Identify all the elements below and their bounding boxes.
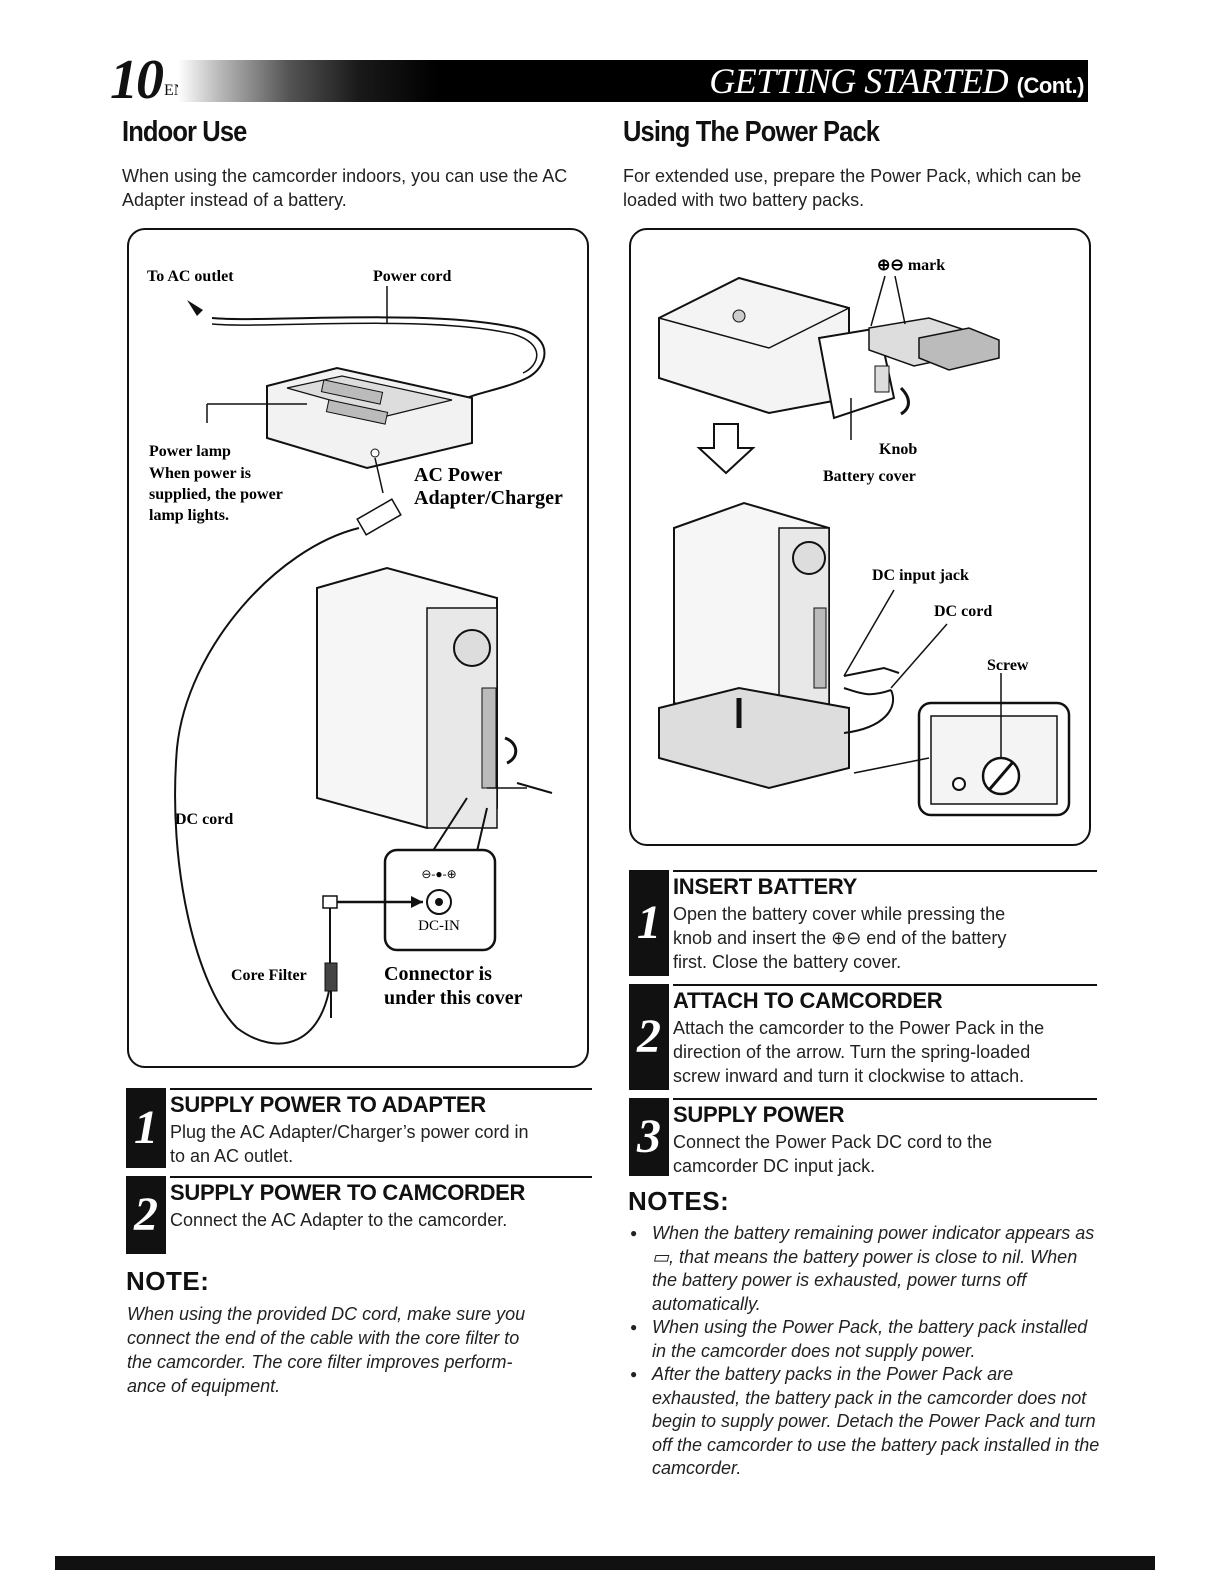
step-body-line: Attach the camcorder to the Power Pack i… bbox=[673, 1018, 1045, 1038]
step-number: 1 bbox=[629, 870, 669, 976]
cont-label: (Cont.) bbox=[1016, 73, 1085, 98]
label-dc-cord: DC cord bbox=[175, 811, 233, 828]
label-power-lamp: Power lamp bbox=[149, 443, 231, 460]
step-number: 2 bbox=[126, 1176, 166, 1254]
power-pack-intro: For extended use, prepare the Power Pack… bbox=[623, 166, 1082, 210]
label-to-ac-outlet: To AC outlet bbox=[147, 268, 234, 285]
step-body-line: knob and insert the ⊕⊖ end of the batter… bbox=[673, 928, 1007, 948]
dc-in-label: DC-IN bbox=[418, 918, 460, 934]
label-mark: ⊕⊖ mark bbox=[877, 257, 945, 274]
step-number: 2 bbox=[629, 984, 669, 1090]
note-item: After the battery packs in the Power Pac… bbox=[628, 1363, 1100, 1481]
down-arrow-icon bbox=[696, 423, 756, 475]
label-dc-cord: DC cord bbox=[934, 603, 992, 620]
core-filter-icon bbox=[324, 962, 338, 992]
indoor-step-1: 1 SUPPLY POWER TO ADAPTER Plug the AC Ad… bbox=[126, 1088, 592, 1168]
note-line: connect the end of the cable with the co… bbox=[127, 1328, 520, 1348]
step-body-line: Connect the Power Pack DC cord to the bbox=[673, 1132, 993, 1152]
battery-pack-2 bbox=[918, 327, 1000, 371]
lens-icon bbox=[792, 541, 826, 575]
note-body: When using the provided DC cord, make su… bbox=[127, 1302, 597, 1398]
step-body-line: Open the battery cover while pressing th… bbox=[673, 904, 1006, 924]
section-header-title: GETTING STARTED (Cont.) bbox=[709, 61, 1085, 101]
step-body-line-2: to an AC outlet. bbox=[170, 1146, 294, 1166]
svg-text:⊖-●-⊕: ⊖-●-⊕ bbox=[421, 867, 456, 881]
note-item: When the battery remaining power indicat… bbox=[628, 1222, 1100, 1316]
label-battery-cover: Battery cover bbox=[823, 468, 916, 485]
indoor-use-intro: When using the camcorder indoors, you ca… bbox=[122, 166, 568, 210]
label-power-lamp-desc-3: lamp lights. bbox=[149, 507, 229, 524]
indoor-step-2: 2 SUPPLY POWER TO CAMCORDER Connect the … bbox=[126, 1176, 592, 1254]
notes-list: When the battery remaining power indicat… bbox=[628, 1222, 1100, 1481]
knob-icon bbox=[874, 365, 890, 393]
power-pack-title: Using The Power Pack bbox=[623, 116, 880, 148]
lens-icon bbox=[453, 629, 491, 667]
note-line: ance of equipment. bbox=[127, 1376, 281, 1396]
bottom-bar bbox=[55, 1556, 1155, 1570]
note-line: When using the provided DC cord, make su… bbox=[127, 1304, 526, 1324]
power-pack-base bbox=[658, 686, 850, 790]
label-adapter-1: AC Power bbox=[414, 464, 502, 486]
step-title: SUPPLY POWER TO CAMCORDER bbox=[170, 1180, 526, 1205]
note-item: When using the Power Pack, the battery p… bbox=[628, 1316, 1100, 1363]
step-body-line: direction of the arrow. Turn the spring-… bbox=[673, 1042, 1031, 1062]
step-body-line-1: Plug the AC Adapter/Charger’s power cord… bbox=[170, 1122, 529, 1142]
header-bar bbox=[178, 60, 1088, 102]
indoor-illustration-panel: ⊖-●-⊕ DC-IN To AC outlet Power cord Powe… bbox=[127, 228, 589, 1068]
label-power-lamp-desc-2: supplied, the power bbox=[149, 486, 283, 503]
label-connector-1: Connector is bbox=[384, 963, 492, 985]
step-title: SUPPLY POWER TO ADAPTER bbox=[170, 1092, 486, 1117]
label-core-filter: Core Filter bbox=[231, 967, 307, 984]
step-body-line: camcorder DC input jack. bbox=[673, 1156, 876, 1176]
power-pack-step-1: 1 INSERT BATTERY Open the battery cover … bbox=[629, 870, 1097, 976]
power-lamp-icon bbox=[370, 448, 380, 458]
step-title: SUPPLY POWER bbox=[673, 1102, 845, 1127]
label-dc-input-jack: DC input jack bbox=[872, 567, 969, 584]
step-title: ATTACH TO CAMCORDER bbox=[673, 988, 943, 1013]
note-line: the camcorder. The core filter improves … bbox=[127, 1352, 513, 1372]
step-number: 1 bbox=[126, 1088, 166, 1168]
label-power-lamp-desc-1: When power is bbox=[149, 465, 251, 482]
notes-heading: NOTES: bbox=[628, 1186, 730, 1216]
step-body-line: first. Close the battery cover. bbox=[673, 952, 902, 972]
indoor-use-title: Indoor Use bbox=[122, 116, 247, 148]
step-title: INSERT BATTERY bbox=[673, 874, 858, 899]
label-knob: Knob bbox=[879, 441, 917, 458]
power-pack-illustration-panel: ⊕⊖ mark Knob Battery cover DC input jack… bbox=[629, 228, 1091, 846]
note-heading: NOTE: bbox=[126, 1266, 210, 1296]
screw-top-icon bbox=[732, 309, 746, 323]
step-number: 3 bbox=[629, 1098, 669, 1176]
power-pack-illustration: ⊕⊖ mark Knob Battery cover DC input jack… bbox=[658, 257, 1071, 817]
label-screw: Screw bbox=[987, 657, 1029, 674]
arrow-to-outlet-icon bbox=[187, 300, 203, 316]
label-connector-2: under this cover bbox=[384, 987, 523, 1009]
label-power-cord: Power cord bbox=[373, 268, 451, 285]
power-pack-step-2: 2 ATTACH TO CAMCORDER Attach the camcord… bbox=[629, 984, 1097, 1090]
step-body-line: screw inward and turn it clockwise to at… bbox=[673, 1066, 1025, 1086]
step-body-line-1: Connect the AC Adapter to the camcorder. bbox=[170, 1210, 508, 1230]
ac-adapter-illustration: ⊖-●-⊕ DC-IN To AC outlet Power cord Powe… bbox=[147, 268, 563, 1045]
power-pack-step-3: 3 SUPPLY POWER Connect the Power Pack DC… bbox=[629, 1098, 1097, 1176]
label-adapter-2: Adapter/Charger bbox=[414, 487, 563, 509]
